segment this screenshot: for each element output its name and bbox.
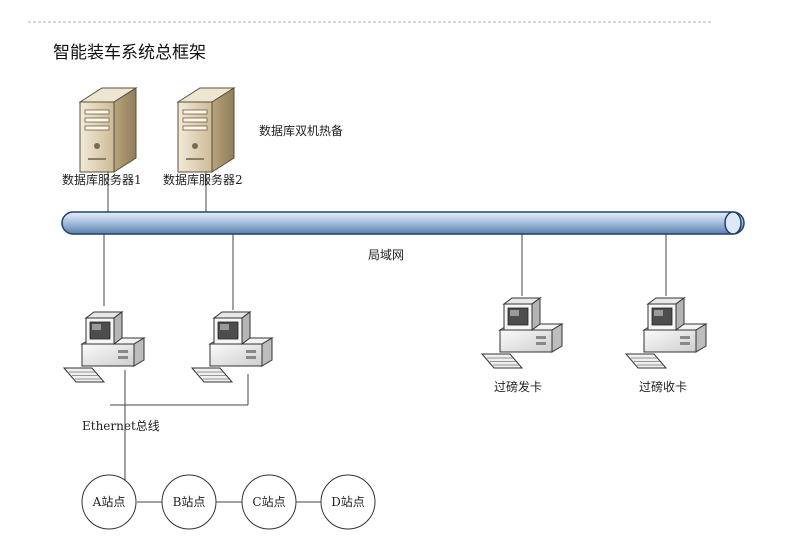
- station-b-node: [161, 474, 217, 530]
- station-c-node: [241, 474, 297, 530]
- client-4-label: 过磅收卡: [639, 379, 687, 394]
- lan-label: 局域网: [368, 248, 404, 262]
- lan-pipe: [61, 211, 745, 235]
- station-d-label: D站点: [331, 495, 365, 509]
- server-1-label: 数据库服务器1: [62, 172, 142, 187]
- station-c-label: C站点: [252, 495, 285, 509]
- database-server-1-icon: [79, 87, 137, 173]
- page-title: 智能装车系统总框架: [53, 43, 206, 63]
- client-computer-4-icon: [625, 297, 707, 369]
- client-computer-3-icon: [481, 297, 563, 369]
- connection-lines: [103, 167, 667, 503]
- station-d-node: [320, 474, 376, 530]
- client-computer-2-icon: [191, 311, 273, 383]
- hot-standby-label: 数据库双机热备: [259, 123, 343, 138]
- station-b-label: B站点: [173, 495, 206, 509]
- stations: [81, 474, 376, 530]
- server-2-label: 数据库服务器2: [163, 172, 243, 187]
- station-a-label: A站点: [92, 495, 126, 509]
- station-a-node: [81, 474, 137, 530]
- database-server-2-icon: [177, 87, 235, 173]
- client-3-label: 过磅发卡: [494, 379, 542, 394]
- ethernet-bus-label: Ethernet总线: [82, 419, 160, 433]
- client-computer-1-icon: [63, 311, 145, 383]
